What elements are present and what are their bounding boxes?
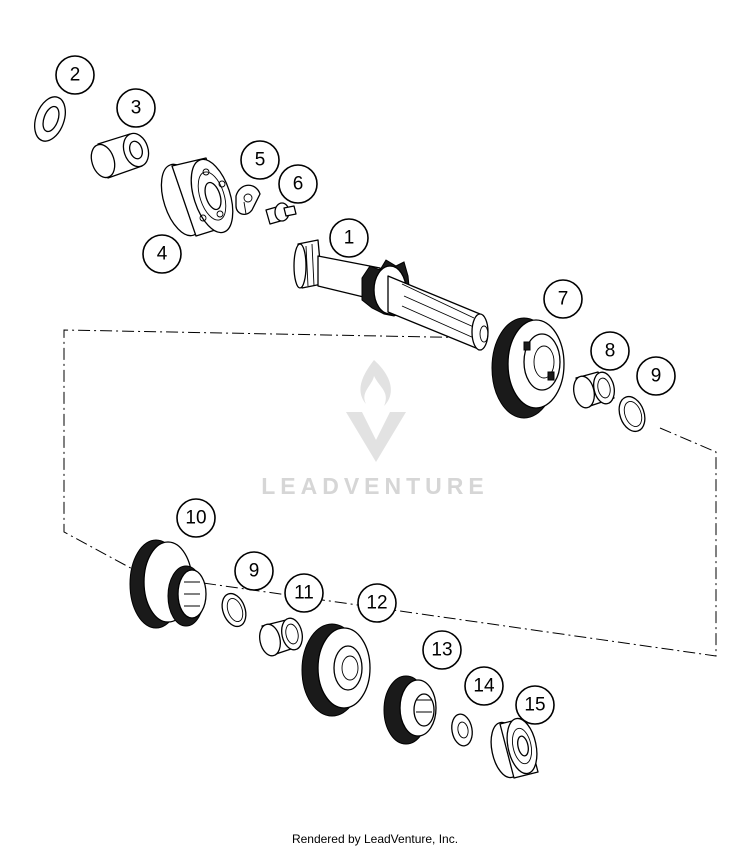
callout-1[interactable]: 1: [329, 218, 369, 258]
svg-text:13: 13: [431, 640, 452, 661]
part-14-washer: [451, 713, 473, 747]
svg-text:4: 4: [157, 244, 168, 265]
svg-text:1: 1: [344, 228, 355, 249]
callout-6[interactable]: 6: [278, 164, 318, 204]
watermark: LEADVENTURE: [261, 360, 489, 499]
part-5-locking-plate: [235, 184, 261, 216]
part-9-snap-ring-lower: [221, 592, 247, 628]
part-4-ball-bearing: [160, 157, 234, 237]
assembly-leader-lines: [63, 329, 717, 657]
svg-text:15: 15: [524, 695, 545, 716]
part-3-bushing: [90, 132, 150, 179]
part-11-needle-bearing: [259, 617, 303, 657]
svg-text:9: 9: [651, 366, 662, 387]
svg-text:5: 5: [255, 150, 266, 171]
callout-4[interactable]: 4: [142, 234, 182, 274]
part-15-ball-bearing: [490, 717, 539, 779]
callout-9b[interactable]: 9: [234, 551, 274, 591]
svg-text:14: 14: [473, 676, 495, 697]
svg-text:3: 3: [131, 98, 142, 119]
callout-14[interactable]: 14: [464, 666, 504, 706]
svg-text:7: 7: [558, 289, 569, 310]
part-1-main-shaft: [293, 239, 489, 351]
callout-11[interactable]: 11: [284, 573, 324, 613]
callout-3[interactable]: 3: [116, 88, 156, 128]
callout-5[interactable]: 5: [240, 140, 280, 180]
svg-text:9: 9: [249, 561, 260, 582]
part-2-washer: [34, 96, 66, 142]
callout-2[interactable]: 2: [55, 55, 95, 95]
callout-9a[interactable]: 9: [636, 356, 676, 396]
part-8-needle-bearing: [573, 371, 615, 409]
callout-bubbles: 2 3 4 5 6 1 7 8 9 10 9 11 12 13 14 15: [55, 55, 676, 725]
part-12-gear: [301, 623, 371, 717]
callout-8[interactable]: 8: [590, 331, 630, 371]
callout-12[interactable]: 12: [357, 583, 397, 623]
callout-10[interactable]: 10: [176, 498, 216, 538]
callout-13[interactable]: 13: [422, 630, 462, 670]
callout-15[interactable]: 15: [515, 685, 555, 725]
footer-credit: Rendered by LeadVenture, Inc.: [291, 832, 459, 846]
part-9-snap-ring-upper: [618, 395, 646, 433]
callout-7[interactable]: 7: [543, 279, 583, 319]
part-7-gear: [491, 317, 565, 419]
svg-text:11: 11: [294, 583, 314, 604]
svg-text:8: 8: [605, 341, 616, 362]
part-13-gear: [383, 675, 437, 745]
part-10-double-gear: [129, 539, 207, 629]
flame-v-logo-icon: [346, 360, 406, 462]
part-6-screw: [265, 202, 297, 225]
svg-text:6: 6: [293, 174, 304, 195]
svg-text:10: 10: [185, 508, 206, 529]
watermark-text: LEADVENTURE: [261, 473, 489, 499]
svg-text:12: 12: [366, 593, 387, 614]
svg-text:2: 2: [70, 65, 81, 86]
